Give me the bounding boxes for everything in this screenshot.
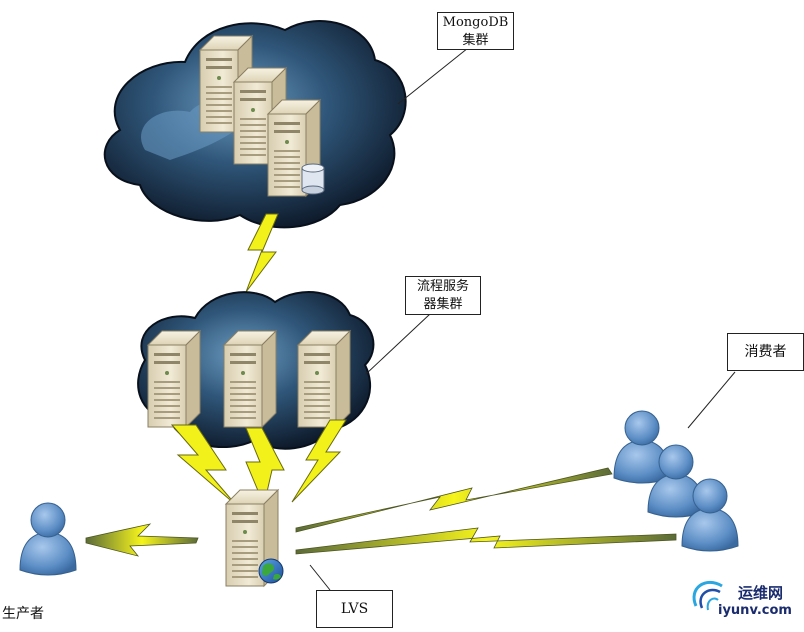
flow-label-line1: 流程服务 <box>416 279 469 294</box>
producer-person-icon <box>19 502 77 576</box>
globe-icon <box>258 558 284 584</box>
flow-server-3 <box>297 330 351 428</box>
watermark-logo-icon <box>692 580 723 611</box>
mongodb-label-line1: MongoDB <box>442 15 509 30</box>
consumer-person-icon-1 <box>613 410 671 484</box>
consumer-label: 消费者 <box>727 333 804 371</box>
lightning-producer-to-lvs <box>85 523 199 557</box>
flow-server-cluster-label: 流程服务 器集群 <box>405 276 481 315</box>
consumer-label-text: 消费者 <box>744 344 787 360</box>
mongodb-cluster-label: MongoDB 集群 <box>437 12 514 50</box>
database-icon <box>301 163 325 195</box>
lvs-label: LVS <box>316 590 393 628</box>
producer-label: 生产者 <box>2 606 44 622</box>
flow-server-2 <box>223 330 277 428</box>
lightning-mongo-to-flow <box>245 213 279 293</box>
lightning-flow-to-lvs <box>170 419 347 507</box>
lightning-lvs-to-consumers <box>295 467 677 555</box>
watermark-url: iyunv.com <box>718 603 792 618</box>
lvs-label-text: LVS <box>340 601 369 617</box>
flow-server-1 <box>147 330 201 428</box>
watermark-site-name: 运维网 <box>738 584 784 602</box>
callout-lines <box>309 47 736 591</box>
flow-label-line2: 器集群 <box>423 297 463 312</box>
mongodb-label-line2: 集群 <box>462 33 489 48</box>
